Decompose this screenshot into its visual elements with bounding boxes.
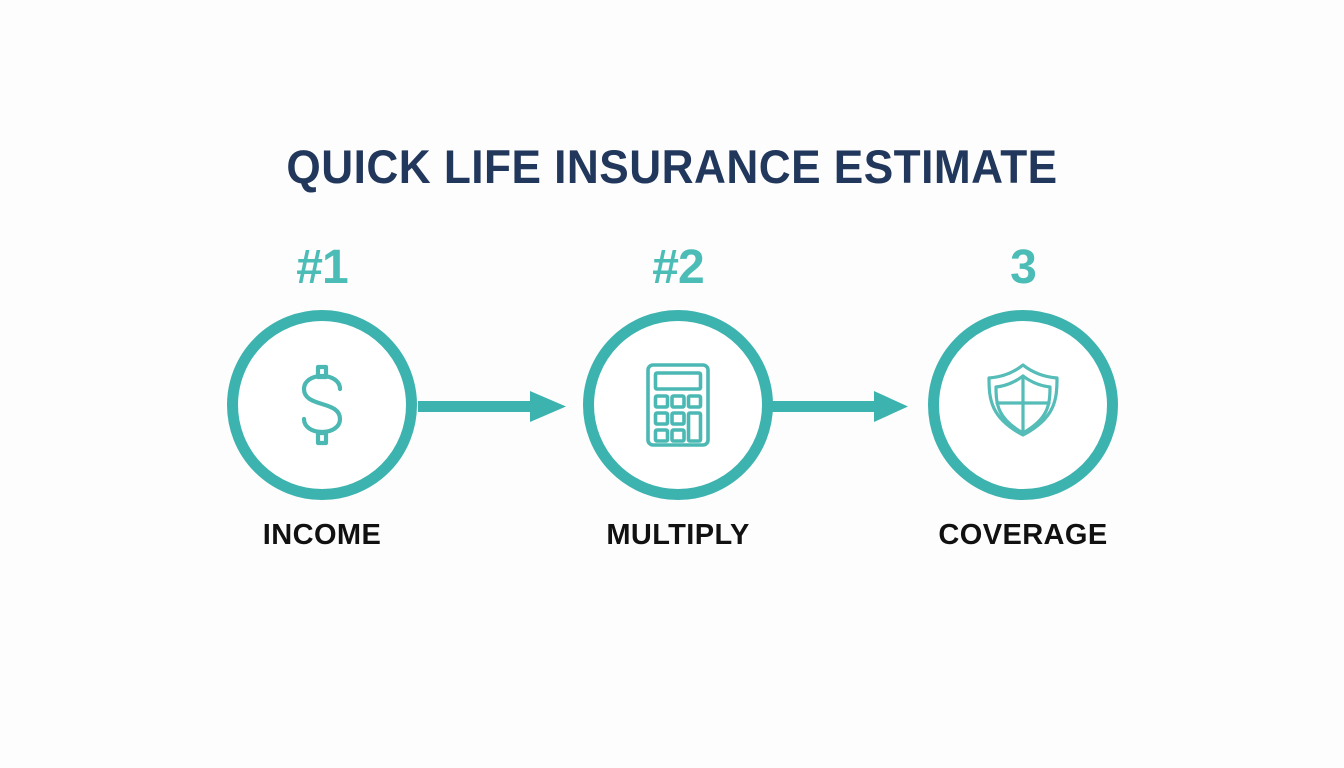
step-item-multiply: #2 bbox=[563, 240, 793, 580]
steps-row: #1 INCOME #2 bbox=[0, 240, 1344, 580]
dollar-sign-icon bbox=[238, 321, 406, 489]
arrow-right-icon-1 bbox=[418, 389, 566, 423]
step-circle-3 bbox=[928, 310, 1118, 500]
step-item-coverage: 3 COVER bbox=[908, 240, 1138, 580]
step-item-income: #1 INCOME bbox=[207, 240, 437, 580]
arrow-right-icon-2 bbox=[772, 389, 908, 423]
page-title: QUICK LIFE INSURANCE ESTIMATE bbox=[286, 140, 1058, 193]
step-circle-1 bbox=[227, 310, 417, 500]
step-number-3: 3 bbox=[1010, 241, 1037, 294]
step-number-2: #2 bbox=[652, 241, 704, 294]
step-label-multiply: MULTIPLY bbox=[606, 519, 750, 551]
shield-icon bbox=[939, 321, 1107, 489]
step-label-income: INCOME bbox=[262, 519, 382, 551]
step-label-coverage: COVERAGE bbox=[938, 519, 1108, 551]
calculator-icon bbox=[594, 321, 762, 489]
step-number-1: #1 bbox=[296, 241, 348, 294]
step-circle-2 bbox=[583, 310, 773, 500]
